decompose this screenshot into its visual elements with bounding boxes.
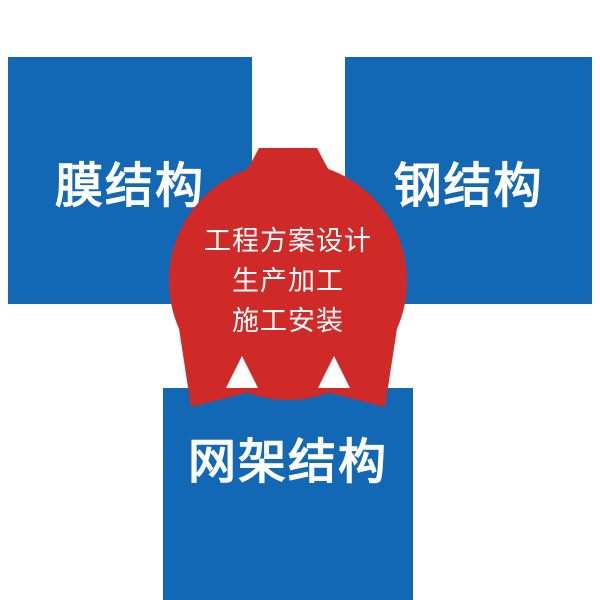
- grid-structure-label: 网架结构: [187, 436, 388, 489]
- badge-top-tab-shape: [243, 148, 333, 178]
- steel-structure-label: 钢结构: [393, 159, 544, 213]
- badge-text-line-1: 工程方案设计: [204, 226, 372, 256]
- badge-left-notch-shape: [226, 356, 258, 388]
- badge-text-line-2: 生产加工: [232, 266, 344, 296]
- grid-structure-box: 网架结构: [163, 388, 413, 600]
- membrane-structure-label: 膜结构: [54, 159, 205, 213]
- center-badge-text: 工程方案设计 生产加工 施工安装: [138, 221, 438, 341]
- badge-text-line-3: 施工安装: [232, 306, 344, 336]
- badge-right-notch-shape: [318, 356, 350, 388]
